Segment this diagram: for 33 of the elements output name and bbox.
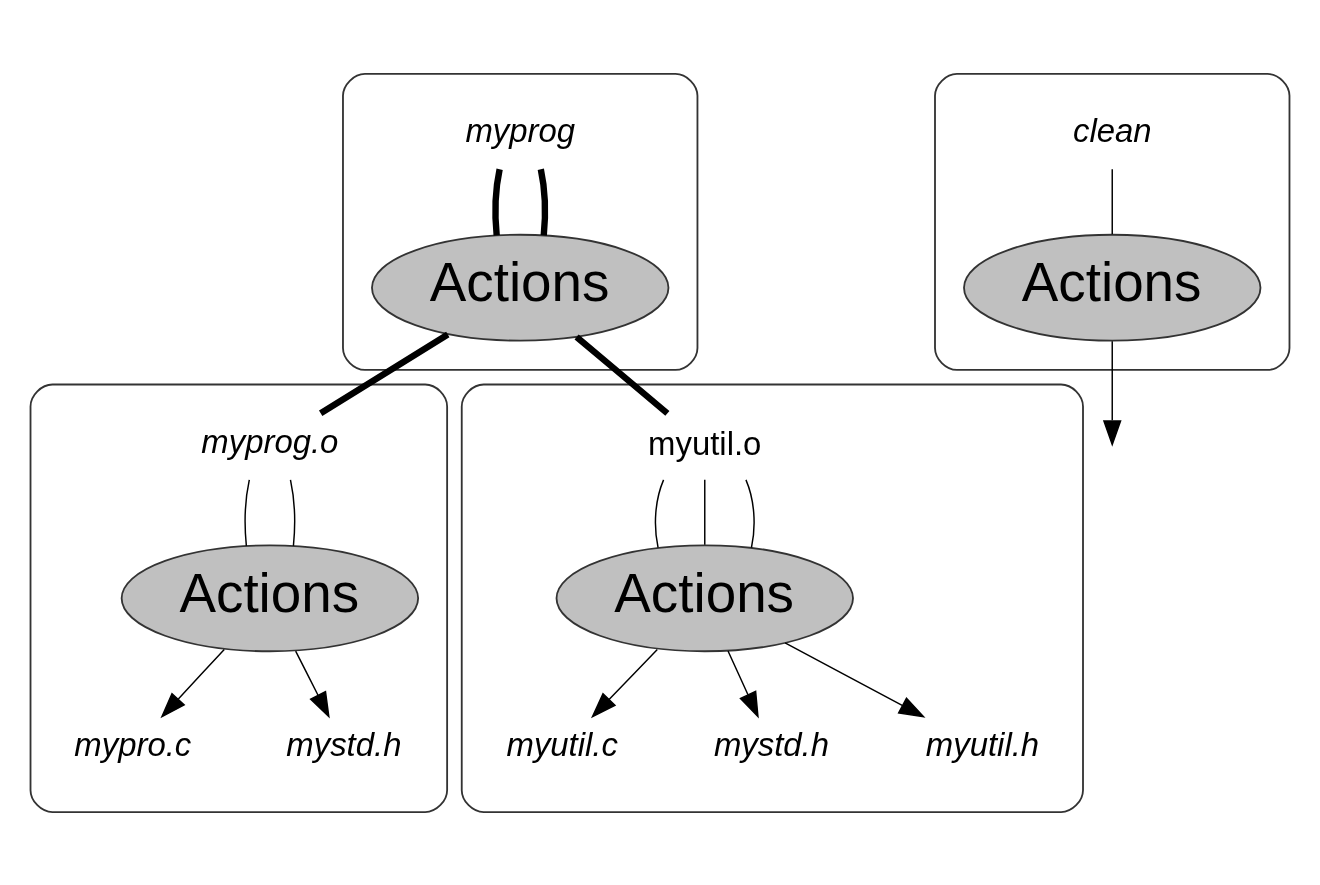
node-ellipse: Actions: [963, 233, 1262, 342]
node-text: myutil.c: [506, 725, 618, 763]
arrow: [590, 648, 659, 718]
node-text: clean: [1072, 111, 1152, 149]
connector: [1111, 168, 1113, 235]
node-text: myprog.o: [201, 422, 339, 460]
arrow: [160, 648, 225, 718]
cluster: [342, 72, 699, 371]
node-ellipse: Actions: [555, 543, 854, 652]
connector: [654, 478, 665, 548]
node-text: mystd.h: [286, 725, 402, 763]
cluster: [934, 72, 1291, 371]
connector: [244, 478, 250, 547]
connector: [745, 478, 755, 548]
connector: [319, 331, 450, 416]
node-ellipse: Actions: [120, 543, 420, 652]
connector: [574, 334, 670, 416]
connector: [289, 478, 296, 547]
cluster: [29, 383, 449, 813]
node-text: myprog: [465, 111, 576, 149]
node-text: myutil.h: [925, 725, 1040, 763]
cluster: [460, 383, 1084, 813]
connector: [704, 478, 706, 545]
arrow: [727, 649, 759, 719]
node-text: mystd.h: [713, 725, 830, 763]
arrow: [294, 649, 330, 718]
connector: [492, 168, 503, 236]
connector: [537, 168, 549, 236]
node-ellipse: Actions: [371, 233, 670, 342]
node-text: mypro.c: [74, 725, 192, 763]
node-text: myutil.o: [648, 424, 762, 462]
arrow: [784, 641, 926, 718]
arrow: [1102, 340, 1122, 447]
